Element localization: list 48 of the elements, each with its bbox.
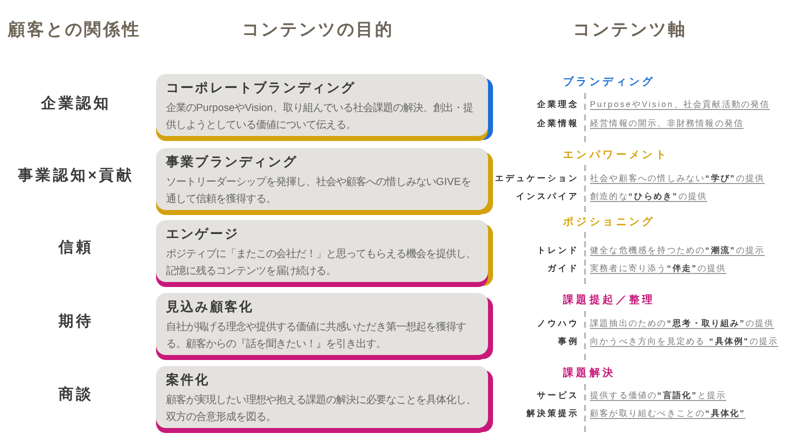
- card-description: 顧客が実現したい理想や抱える課題の解決に必要なことを具体化し、双方の合意形成を図る。: [166, 393, 477, 425]
- column-heading: 顧客との関係性: [8, 20, 141, 40]
- category-heading: エンパワーメント: [563, 148, 669, 162]
- axis-content-text: PurposeやVision、社会貢献活動の発信: [590, 98, 770, 110]
- stage-label: 商談: [58, 386, 94, 404]
- stage-label: 企業認知: [41, 95, 111, 113]
- axis-label: エデュケーション: [495, 172, 579, 184]
- axis-content-text: 顧客が取り組むべきことの“具体化”: [590, 408, 746, 418]
- axis-content-text: 課題抽出のための“思考・取り組み”の提供: [590, 318, 774, 328]
- category-heading: ブランディング: [563, 76, 656, 88]
- axis-content-text: 実務者に寄り添う“伴走”の提供: [590, 262, 726, 274]
- axis-label: 事例: [558, 336, 579, 346]
- stage-label: 信頼: [58, 239, 94, 257]
- stage-label: 事業認知×貢献: [18, 167, 134, 185]
- card-description: 企業のPurposeやVision、取り組んでいる社会課題の解決、創出・提供しようとしている価値について伝える。: [166, 101, 474, 133]
- axis-content-text: 社会や顧客への惜しみない“学び”の提供: [590, 172, 765, 184]
- card-description: 自社が掲げる理念や提供する価値に共感いただき第一想起を獲得する。顧客からの『話を聞きたい！』を引き出す。: [166, 320, 467, 352]
- column-heading: コンテンツの目的: [242, 20, 394, 40]
- card-heading: 事業ブランディング: [166, 154, 298, 170]
- axis-label: 解決策提示: [526, 408, 579, 418]
- axis-content-text: 提供する価値の“言語化”と提示: [590, 390, 726, 400]
- content-card: [156, 293, 493, 360]
- content-card: [156, 74, 493, 141]
- axis-label: 企業理念: [537, 98, 579, 110]
- axis-content-text: 経営情報の開示、非財務情報の発信: [590, 118, 744, 128]
- card-description: ソートリーダーシップを発揮し、社会や顧客への惜しみないGIVEを通して信頼を獲得する。: [166, 175, 472, 207]
- category-heading: ポジショニング: [563, 216, 656, 228]
- card-heading: 見込み顧客化: [166, 299, 254, 315]
- category-heading: 課題提起／整理: [563, 294, 656, 306]
- axis-content-text: 創造的な“ひらめき”の提供: [590, 190, 708, 202]
- axis-label: 企業情報: [537, 118, 579, 128]
- card-description: ポジティブに「またこの会社だ！」と思ってもらえる機会を提供し、記憶に残るコンテンツを届け続ける。: [166, 247, 477, 279]
- card-heading: コーポレートブランディング: [166, 80, 356, 96]
- axis-content-text: 健全な危機感を持つための“潮流”の提示: [590, 244, 765, 256]
- axis-label: ガイド: [548, 262, 579, 274]
- column-heading: コンテンツ軸: [573, 20, 687, 40]
- axis-label: ノウハウ: [537, 318, 579, 328]
- axis-label: サービス: [537, 390, 579, 400]
- stage-label: 期待: [58, 313, 94, 331]
- axis-content-text: 向かうべき方向を見定める “具体例”の提示: [590, 336, 778, 346]
- content-card: [156, 148, 493, 215]
- axis-label: インスパイア: [516, 190, 579, 202]
- content-card: [156, 366, 493, 433]
- card-heading: 案件化: [166, 372, 210, 388]
- content-card: [156, 220, 493, 287]
- card-heading: エンゲージ: [166, 226, 239, 242]
- category-heading: 課題解決: [563, 366, 616, 380]
- axis-label: トレンド: [537, 244, 579, 256]
